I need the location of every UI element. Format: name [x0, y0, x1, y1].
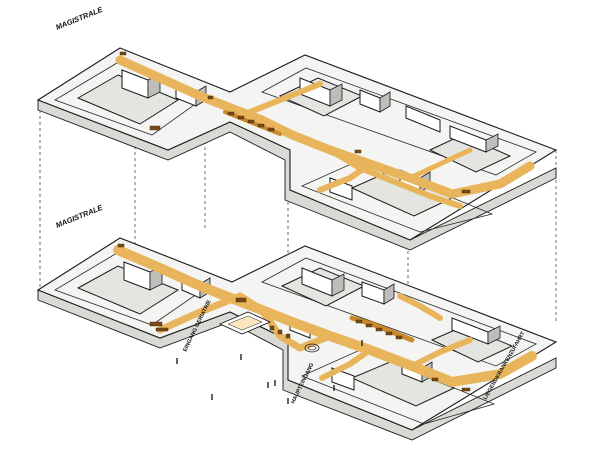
- upper-courtyard-east: [428, 134, 512, 173]
- lower-magistrale: [113, 245, 537, 387]
- lower-wing-right-outline: [261, 257, 537, 367]
- upper-wing-bottom-outline: [300, 159, 494, 233]
- lower-floor: [36, 237, 558, 441]
- lower-corridors: [113, 245, 537, 387]
- lower-wing-bottom-outline: [300, 349, 496, 425]
- upper-courtyard-left: [76, 74, 180, 125]
- upper-wing-right-outline: [261, 67, 537, 176]
- lower-furniture: [117, 243, 471, 392]
- upper-magistrale: [115, 55, 535, 199]
- upper-floor-label: MAGISTRALE: [54, 5, 104, 32]
- upper-furniture: [119, 51, 471, 194]
- entrance-markers: [176, 340, 363, 404]
- lower-courtyard-left: [76, 265, 180, 315]
- lower-floor-label: MAGISTRALE: [54, 203, 104, 230]
- upper-floor: [36, 47, 558, 251]
- lower-courtyard-bottom: [350, 361, 456, 407]
- lower-entrance-hall: [218, 311, 320, 353]
